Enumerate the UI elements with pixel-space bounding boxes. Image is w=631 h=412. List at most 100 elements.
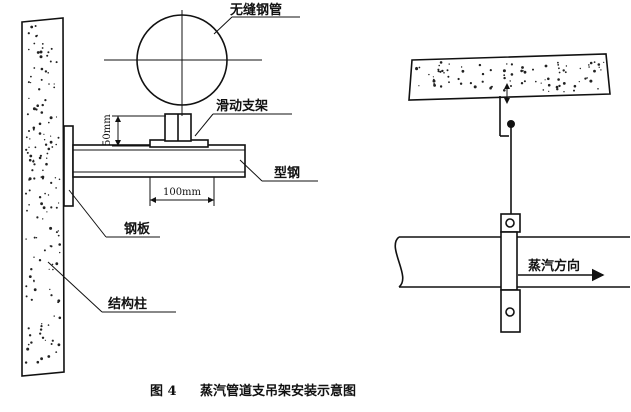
texture-dot	[49, 288, 51, 291]
texture-dot	[32, 160, 35, 163]
texture-dot	[26, 151, 29, 154]
texture-dot	[418, 85, 420, 87]
texture-dot	[33, 256, 35, 258]
texture-dot	[540, 82, 542, 84]
texture-dot	[41, 336, 45, 339]
texture-dot	[50, 181, 53, 184]
texture-dot	[40, 78, 43, 81]
texture-dot	[58, 243, 61, 246]
texture-dot	[439, 85, 443, 88]
texture-dot	[565, 65, 568, 67]
leader-seamless-pipe	[213, 16, 233, 35]
texture-dot	[520, 69, 523, 73]
texture-dot	[30, 298, 33, 301]
texture-dot	[49, 140, 53, 144]
texture-dot	[584, 77, 587, 80]
texture-dot	[46, 211, 48, 213]
texture-dot	[415, 67, 419, 71]
texture-dot	[459, 82, 463, 85]
seamless-steel-pipe	[104, 10, 262, 116]
texture-dot	[41, 323, 43, 325]
texture-dot	[25, 192, 27, 195]
texture-dot	[490, 85, 493, 88]
texture-dot	[593, 69, 596, 73]
texture-dot	[33, 42, 36, 45]
texture-dot	[521, 66, 524, 69]
texture-dot	[33, 177, 36, 180]
texture-dot	[28, 97, 30, 100]
texture-dot	[506, 63, 508, 65]
texture-dot	[57, 343, 61, 347]
texture-dot	[53, 83, 55, 85]
texture-dot	[502, 69, 506, 73]
leader-steel-plate	[68, 189, 107, 238]
texture-dot	[26, 347, 30, 351]
dimension-100mm: 100mm	[149, 177, 215, 206]
texture-dot	[57, 230, 59, 232]
texture-dot	[27, 327, 30, 330]
texture-dot	[43, 133, 45, 135]
texture-dot	[50, 47, 53, 50]
label-steel-plate: 钢板	[124, 221, 151, 237]
texture-dot	[26, 113, 29, 116]
texture-dot	[28, 334, 32, 337]
texture-dot	[39, 154, 43, 157]
pipe-clamp	[500, 213, 521, 333]
texture-dot	[47, 194, 50, 196]
texture-dot	[558, 84, 561, 88]
texture-dot	[38, 132, 42, 135]
texture-dot	[30, 75, 32, 78]
texture-dot	[50, 206, 53, 209]
texture-dot	[28, 48, 30, 51]
texture-dot	[418, 66, 421, 69]
texture-dot	[589, 61, 593, 65]
texture-dot	[457, 77, 460, 81]
texture-dot	[461, 69, 465, 73]
texture-dot	[42, 206, 46, 210]
texture-dot	[558, 71, 561, 74]
texture-dot	[50, 135, 52, 137]
texture-dot	[597, 63, 601, 66]
texture-dot	[35, 237, 38, 239]
texture-dot	[36, 34, 38, 37]
texture-dot	[30, 341, 33, 344]
texture-dot	[50, 343, 53, 345]
texture-dot	[432, 76, 434, 78]
texture-dot	[557, 61, 559, 64]
texture-dot	[28, 130, 30, 132]
texture-dot	[49, 245, 52, 247]
texture-dot	[42, 169, 44, 172]
texture-dot	[25, 295, 28, 298]
texture-dot	[40, 67, 44, 71]
texture-dot	[558, 67, 560, 70]
texture-dot	[55, 351, 58, 353]
label-seamless-pipe: 无缝钢管	[229, 2, 282, 18]
texture-dot	[40, 357, 43, 361]
texture-dot	[33, 236, 36, 239]
texture-dot	[51, 146, 54, 148]
texture-dot	[28, 146, 30, 148]
texture-dot	[33, 279, 35, 282]
texture-dot	[48, 121, 50, 124]
texture-dot	[25, 148, 28, 151]
texture-dot	[439, 70, 442, 73]
texture-dot	[520, 82, 524, 85]
texture-dot	[522, 70, 524, 72]
texture-dot	[489, 86, 492, 90]
dimension-50mm: 50mm	[102, 114, 166, 147]
texture-dot	[44, 143, 48, 146]
texture-dot	[25, 285, 28, 288]
texture-dot	[50, 294, 53, 297]
label-steam-direction: 蒸汽方向	[528, 258, 580, 274]
texture-dot	[46, 157, 48, 159]
texture-dot	[35, 108, 38, 111]
texture-dot	[38, 156, 42, 160]
texture-dot	[44, 192, 46, 195]
texture-dot	[46, 54, 49, 57]
texture-dot	[33, 163, 36, 166]
leader-section-steel	[239, 159, 263, 182]
texture-dot	[432, 79, 436, 83]
dimension-100-label: 100mm	[163, 187, 202, 198]
texture-dot	[438, 64, 441, 67]
texture-dot	[27, 81, 30, 84]
